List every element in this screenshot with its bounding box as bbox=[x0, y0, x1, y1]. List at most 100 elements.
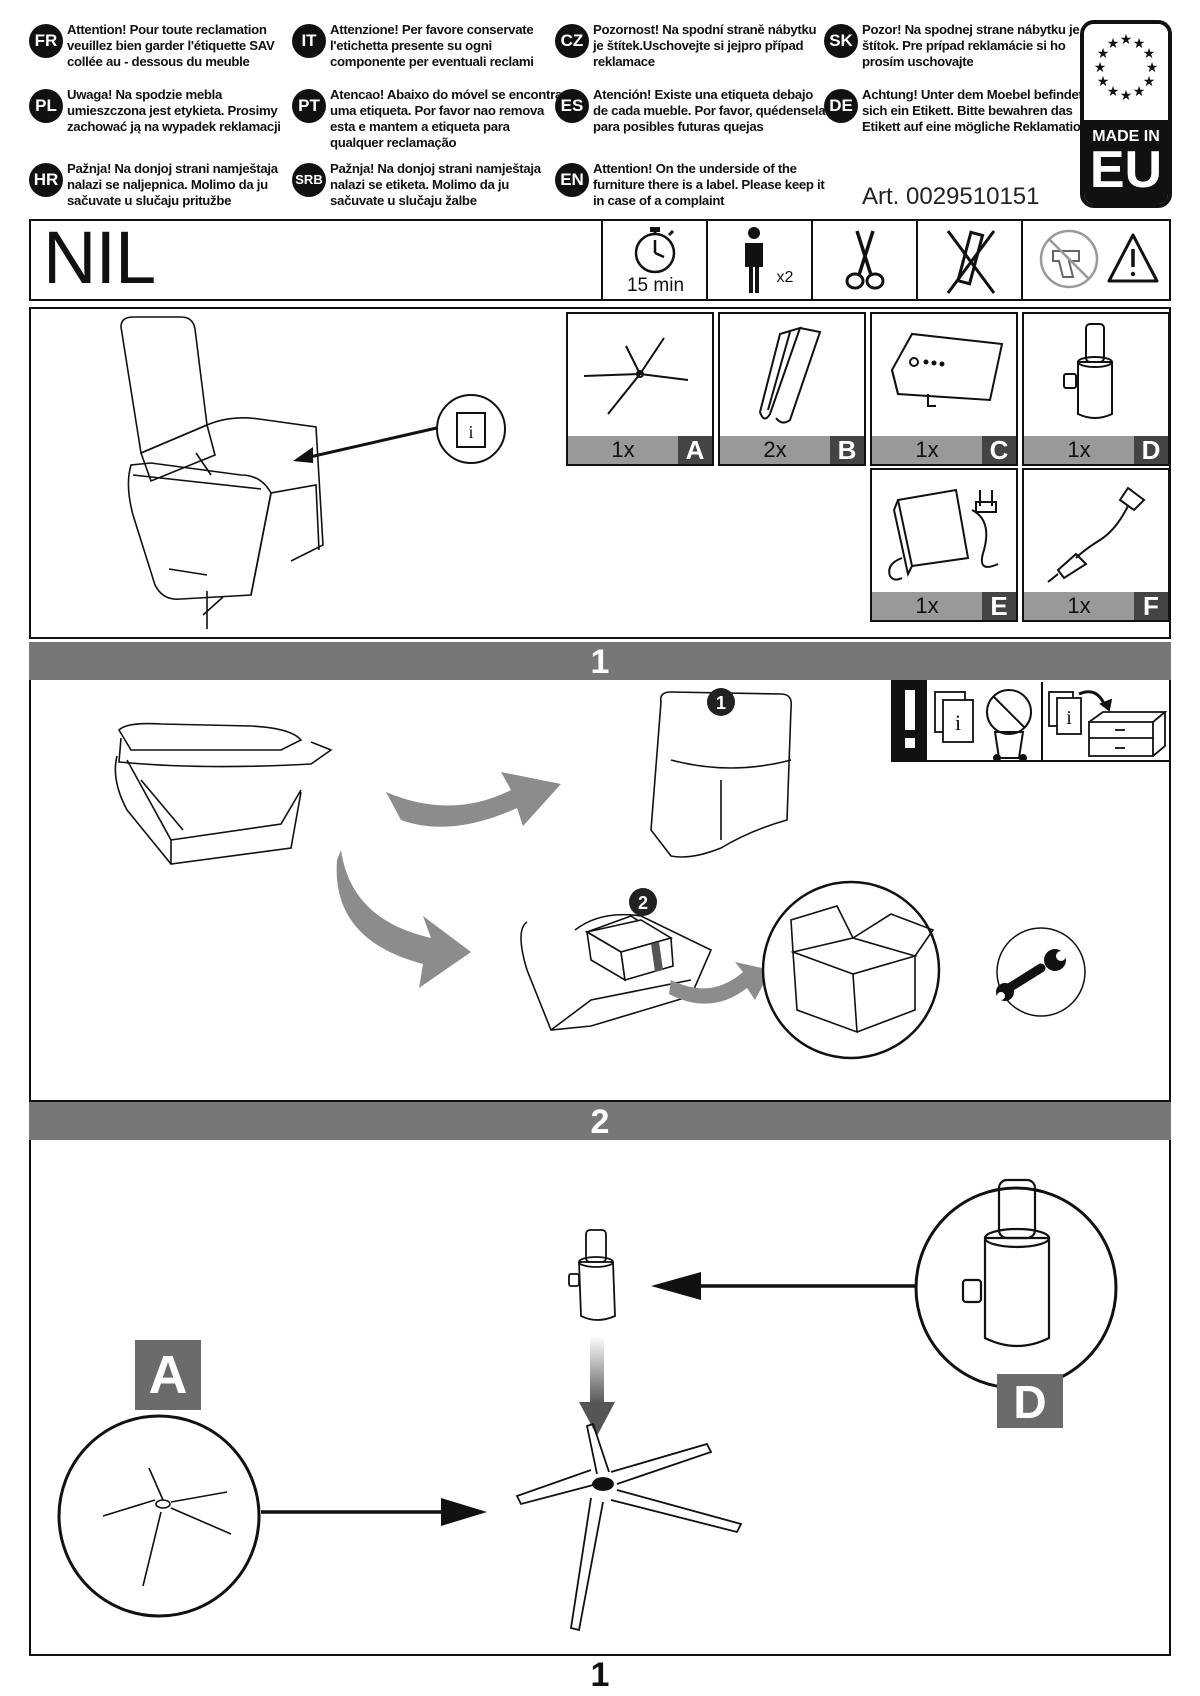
step-2-panel: A D bbox=[29, 1140, 1171, 1656]
part-qty: 1x bbox=[1067, 593, 1091, 618]
lang-code: SRB bbox=[292, 163, 326, 197]
wrench-icon bbox=[996, 949, 1066, 1001]
accessory-box bbox=[584, 919, 674, 982]
callout-d: D bbox=[997, 1374, 1063, 1428]
svg-text:★: ★ bbox=[1133, 84, 1146, 100]
made-in-eu-badge: ★★★ ★★★ ★★★ ★★★ MADE IN EU bbox=[1080, 20, 1172, 208]
scissors-icon bbox=[845, 230, 885, 290]
gas-cylinder-icon bbox=[1063, 323, 1113, 419]
notice-text: Achtung! Unter dem Moebel befindet sich … bbox=[862, 87, 1089, 134]
unpacking-illustration: 1 2 bbox=[114, 688, 1086, 1060]
svg-text:i: i bbox=[955, 710, 961, 735]
packed-chair bbox=[114, 722, 333, 865]
lang-code: HR bbox=[29, 163, 63, 197]
backrest-part bbox=[650, 691, 793, 858]
notice-text: Pažnja! Na donjoj strani namještaja nala… bbox=[67, 161, 278, 208]
part-qty: 2x bbox=[763, 437, 787, 462]
callout-a: A bbox=[135, 1340, 201, 1410]
page-number: 1 bbox=[590, 1656, 610, 1694]
no-power-drill-icon bbox=[1039, 229, 1099, 289]
stopwatch-icon bbox=[634, 227, 676, 274]
notice-text: Attenzione! Per favore conservate l'etic… bbox=[330, 22, 534, 69]
connection-cable-icon bbox=[1047, 486, 1146, 583]
part-qty: 1x bbox=[1067, 437, 1091, 462]
tool-no-knife bbox=[916, 221, 1023, 299]
lang-code: PT bbox=[292, 89, 326, 123]
gas-cylinder-small bbox=[568, 1229, 616, 1321]
made-in-label: MADE IN bbox=[1092, 128, 1160, 145]
lang-code: FR bbox=[29, 24, 63, 58]
svg-text:★: ★ bbox=[1097, 46, 1110, 62]
region-label: EU bbox=[1089, 141, 1163, 199]
info-letter: i bbox=[468, 422, 473, 442]
open-box-icon bbox=[790, 905, 935, 1034]
power-adapter-icon bbox=[888, 488, 999, 581]
svg-text:★: ★ bbox=[1146, 60, 1159, 76]
notice-text: Attention! On the underside of the furni… bbox=[593, 161, 825, 208]
svg-text:★: ★ bbox=[1143, 46, 1156, 62]
marker-1 bbox=[707, 688, 735, 716]
step-number: 1 bbox=[590, 643, 610, 681]
no-knife-icon bbox=[946, 230, 996, 294]
part-qty: 1x bbox=[611, 437, 635, 462]
info-sheet-icon: i bbox=[934, 691, 974, 743]
step-1-header: 1 bbox=[29, 642, 1171, 681]
part-letter: E bbox=[982, 592, 1016, 620]
lang-code: ES bbox=[555, 89, 589, 123]
lang-code: SK bbox=[824, 24, 858, 58]
label-arrow: i bbox=[293, 394, 506, 464]
step-1-panel: 1 2 bbox=[29, 680, 1171, 1102]
part-e: 1x E bbox=[870, 468, 1018, 622]
recliner-chair-illustration bbox=[120, 316, 324, 629]
svg-text:★: ★ bbox=[1107, 36, 1120, 52]
arrow-to-box bbox=[669, 962, 771, 1004]
svg-text:★: ★ bbox=[1107, 84, 1120, 100]
part-a-detail-circle bbox=[57, 1414, 261, 1618]
title-bar: NIL 15 min x2 bbox=[29, 216, 1171, 301]
info-strip: i i bbox=[891, 680, 1171, 762]
lang-code: EN bbox=[555, 163, 589, 197]
marker-1-label: 1 bbox=[716, 693, 726, 713]
part-qty: 1x bbox=[915, 593, 939, 618]
notice-text: Atención! Existe una etiqueta debajo de … bbox=[593, 87, 826, 134]
arrow-down bbox=[590, 1336, 604, 1404]
base-assembly-illustration bbox=[57, 1178, 1118, 1632]
svg-text:★: ★ bbox=[1097, 74, 1110, 90]
exclamation-icon bbox=[893, 680, 927, 760]
open-box-circle bbox=[761, 880, 941, 1060]
svg-text:★: ★ bbox=[1094, 60, 1107, 76]
lang-code: DE bbox=[824, 89, 858, 123]
part-qty: 1x bbox=[915, 437, 939, 462]
star-base-small bbox=[102, 1467, 232, 1587]
notice-text: Pozornost! Na spodní straně nábytku je š… bbox=[593, 22, 817, 69]
gas-cylinder-large bbox=[961, 1178, 1051, 1348]
battery-pack-icon bbox=[890, 332, 1004, 407]
svg-text:i: i bbox=[1066, 707, 1072, 729]
persons-label: x2 bbox=[776, 269, 794, 286]
eu-stars-icon: ★★★ ★★★ ★★★ ★★★ bbox=[1084, 24, 1168, 120]
lang-code: PL bbox=[29, 89, 63, 123]
part-letter: F bbox=[1134, 592, 1168, 620]
article-number: Art. 0029510151 bbox=[862, 183, 1040, 210]
warning-icon bbox=[1107, 233, 1159, 283]
svg-text:★: ★ bbox=[1133, 36, 1146, 52]
notice-text: Atencao! Abaixo do móvel se encontra uma… bbox=[330, 87, 563, 150]
star-base-large bbox=[515, 1422, 743, 1632]
notice-text: Pozor! Na spodnej strane nábytku je štít… bbox=[862, 22, 1080, 69]
tool-scissors bbox=[811, 221, 918, 299]
svg-text:★: ★ bbox=[1120, 32, 1133, 48]
assembly-time: 15 min bbox=[601, 221, 708, 299]
svg-text:★: ★ bbox=[1120, 88, 1133, 104]
